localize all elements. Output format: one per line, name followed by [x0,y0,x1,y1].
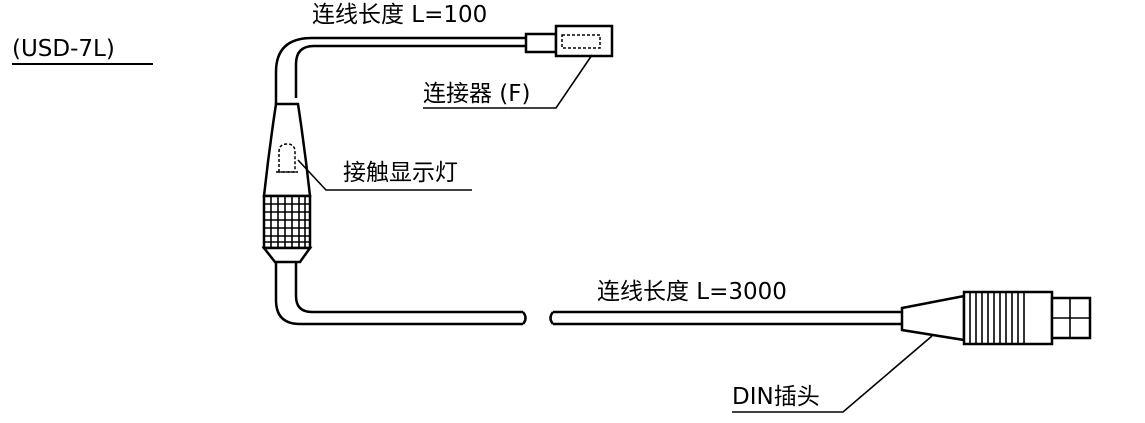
model-label: (USD-7L) [12,36,115,62]
connector-leader [423,54,593,109]
top-cable [274,36,528,110]
lead-length-short-label: 连线长度 L=100 [312,2,487,28]
din-plug [900,290,1092,346]
sensor-body [261,102,313,264]
connector-f [524,24,614,58]
din-plug-leader [732,335,933,413]
lower-cable [274,262,527,326]
din-plug-label: DIN插头 [732,384,820,410]
connector-label: 连接器 (F) [423,81,531,107]
contact-lamp-label: 接触显示灯 [343,160,458,186]
contact-lamp-leader [297,159,472,191]
right-cable [549,310,902,326]
lead-length-long-label: 连线长度 L=3000 [597,279,787,305]
